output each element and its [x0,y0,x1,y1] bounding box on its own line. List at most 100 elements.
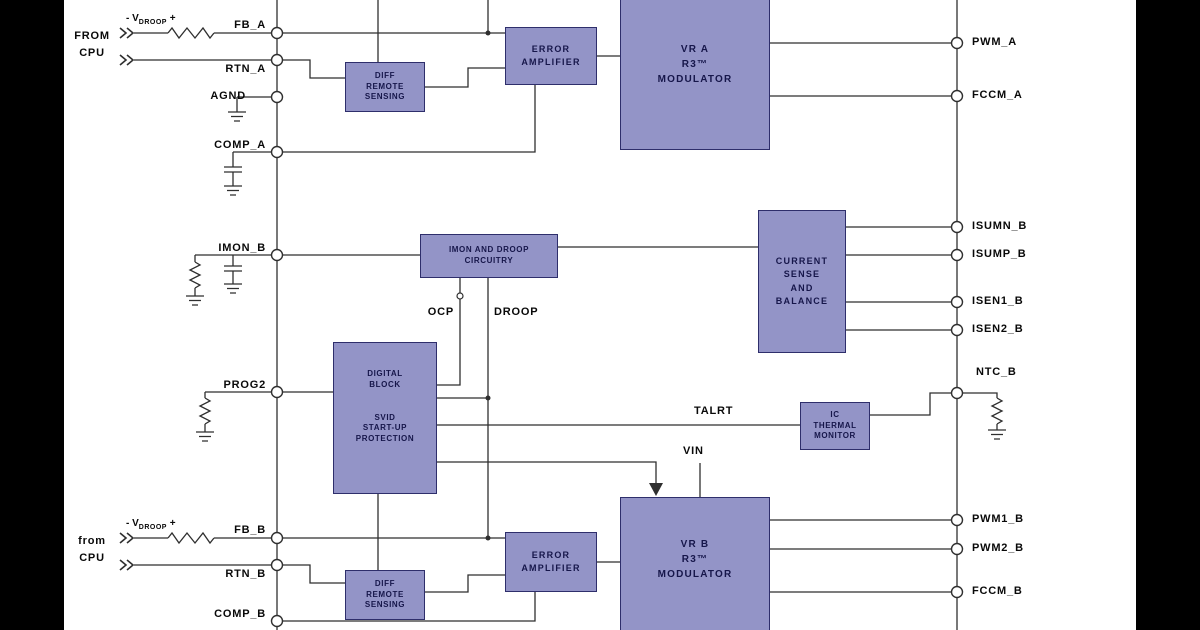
node-circle [456,292,464,300]
imon-droop-circuitry-label: IMON AND DROOP CIRCUITRY [448,245,530,265]
pin-label-pwm2-b: PWM2_B [972,542,1024,554]
droop-label: DROOP [494,306,539,318]
vdroop-annotation-top: - VDROOP + [126,13,176,26]
ic-thermal-monitor-label: IC THERMAL MONITOR [813,409,857,441]
wire-ocp [437,278,461,386]
talrt-label: TALRT [694,405,734,417]
digital-block: DIGITAL BLOCK SVID START-UP PROTECTION [333,342,437,494]
vdroop-post: + [166,13,176,24]
from-cpu-label-bottom: from CPU [78,535,106,564]
pin-circle-isump-b [950,248,964,262]
diff-remote-sensing-b-label: DIFF REMOTE SENSING [364,578,406,610]
pin-label-ntc-b: NTC_B [976,366,1017,378]
error-amplifier-a-block: ERROR AMPLIFIER [505,27,597,85]
pin-label-isen1-b: ISEN1_B [972,295,1024,307]
top-stub-wires [377,0,489,62]
input-chevron-icon [119,27,134,39]
junction-dot [485,535,491,541]
pin-circle-fccm-a [950,89,964,103]
pin-label-agnd: AGND [210,90,246,102]
input-chevron-icon [119,532,134,544]
wire-rtn-b [134,564,345,584]
pin-label-comp-b: COMP_B [214,608,266,620]
vdroop-annotation-bottom: - VDROOP + [126,518,176,531]
pin-circle-agnd [270,90,284,104]
pin-label-rtn-a: RTN_A [225,63,266,75]
vdroop-post: + [166,518,176,529]
wire-comp-a [232,85,536,186]
right-edge-bar [1136,0,1200,630]
pin-circle-fb-a [270,26,284,40]
vr-b-modulator-label: VR B R3™ MODULATOR [657,539,733,580]
wire-diff-a-out [425,67,505,88]
input-chevron-icon [119,54,134,66]
imon-droop-circuitry-block: IMON AND DROOP CIRCUITRY [420,234,558,278]
resistor-symbol [991,397,1003,425]
digital-block-label: DIGITAL BLOCK [367,369,403,389]
input-chevron-icon [119,559,134,571]
current-sense-balance-block: CURRENT SENSE AND BALANCE [758,210,846,353]
vin-label: VIN [683,445,704,457]
pin-circles [270,26,964,628]
pin-label-comp-a: COMP_A [214,139,266,151]
ocp-label: OCP [427,306,454,318]
pin-label-prog2: PROG2 [223,379,266,391]
pin-circle-rtn-a [270,53,284,67]
ground-symbol [195,431,215,442]
vdroop-pre: - V [126,518,139,529]
resistor-symbol [199,397,211,425]
wire-digital-to-vrb [437,461,657,484]
ground-symbol [223,283,243,294]
pin-label-fb-a: FB_A [234,19,266,31]
pin-label-fccm-b: FCCM_B [972,585,1023,597]
pin-label-rtn-b: RTN_B [225,568,266,580]
pin-label-isen2-b: ISEN2_B [972,323,1024,335]
wire-agnd [236,96,277,112]
wires-current-sense-outputs [846,226,957,331]
pin-circle-pwm1-b [950,513,964,527]
pin-label-pwm1-b: PWM1_B [972,513,1024,525]
ground-symbol [987,429,1007,440]
wires-vra-outputs [770,42,957,97]
pin-circle-fb-b [270,531,284,545]
pin-circle-ntc-b [950,386,964,400]
pin-circle-isumn-b [950,220,964,234]
wire-prog2 [204,391,333,432]
pin-circle-comp-a [270,145,284,159]
vdroop-sub: DROOP [138,524,167,531]
pin-label-fccm-a: FCCM_A [972,89,1023,101]
wire-droop [437,278,489,538]
wire-comp-b [283,592,536,622]
pin-label-pwm-a: PWM_A [972,36,1017,48]
vr-b-modulator-block: VR B R3™ MODULATOR [620,497,770,630]
pin-label-fb-b: FB_B [234,524,266,536]
error-amplifier-a-label: ERROR AMPLIFIER [521,43,581,67]
ic-thermal-monitor-block: IC THERMAL MONITOR [800,402,870,450]
left-edge-bar [0,0,64,630]
wire-group [119,0,1007,630]
pin-circle-fccm-b [950,585,964,599]
error-amplifier-b-block: ERROR AMPLIFIER [505,532,597,592]
wire-rtn-a [134,59,345,79]
wire-diff-b-out [425,574,505,593]
vdroop-sub: DROOP [138,19,167,26]
diff-remote-sensing-a-block: DIFF REMOTE SENSING [345,62,425,112]
pin-circle-pwm-a [950,36,964,50]
arrowhead-into-vrb [649,483,663,496]
from-cpu-label-top: FROM CPU [74,30,110,59]
diff-remote-sensing-a-label: DIFF REMOTE SENSING [364,70,406,102]
pin-circle-prog2 [270,385,284,399]
capacitor-symbol [223,265,243,272]
wires-vrb-outputs [770,519,957,593]
pin-label-isumn-b: ISUMN_B [972,220,1028,232]
pin-label-imon-b: IMON_B [218,242,266,254]
junction-dot [485,395,491,401]
wires-imon [194,246,758,296]
diff-remote-sensing-b-block: DIFF REMOTE SENSING [345,570,425,620]
pin-label-isump-b: ISUMP_B [972,248,1027,260]
ground-symbol [185,295,205,306]
vr-a-modulator-label: VR A R3™ MODULATOR [657,43,733,85]
pin-circle-rtn-b [270,558,284,572]
